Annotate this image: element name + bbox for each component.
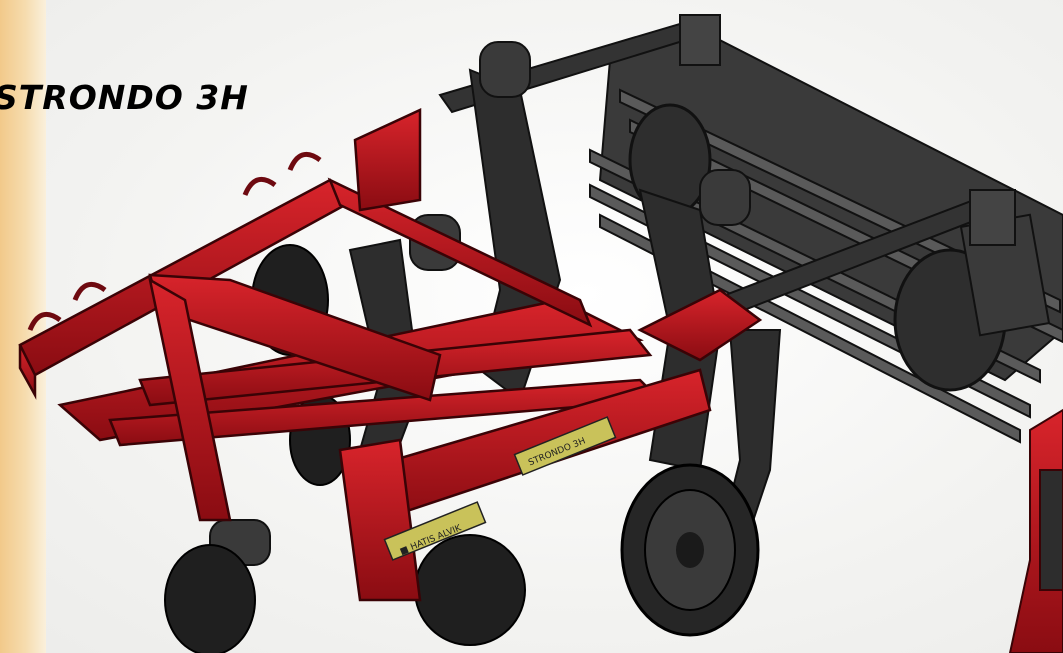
depth-wheel: [620, 463, 760, 637]
hitch-loops: [27, 151, 322, 332]
second-machine-edge: [1008, 408, 1063, 653]
product-title: STRONDO 3H: [0, 78, 249, 117]
left-accent-band: [0, 0, 46, 653]
main-frame: [18, 108, 763, 602]
